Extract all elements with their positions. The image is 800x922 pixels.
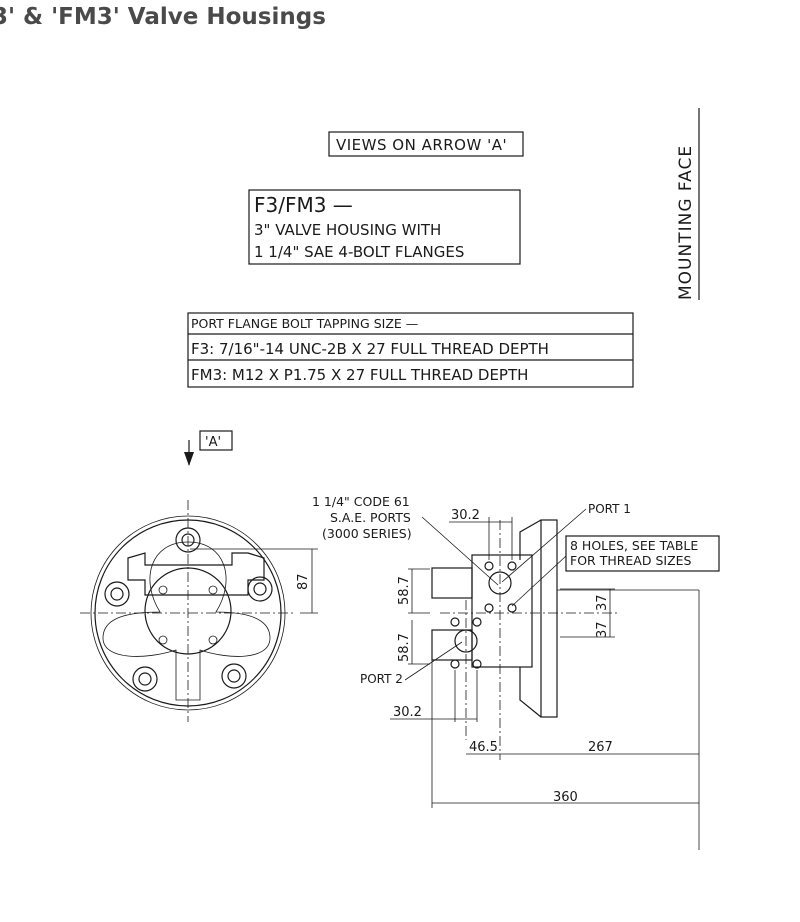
tapping-table-header: PORT FLANGE BOLT TAPPING SIZE — [191,316,418,331]
callout-holes-line2: FOR THREAD SIZES [570,553,692,568]
callout-code61-line1: 1 1/4" CODE 61 [312,494,410,509]
mounting-face-text: MOUNTING FACE [676,145,696,300]
dim-360: 360 [553,790,578,805]
dim-87: 87 [296,573,311,590]
dim-37-top: 37 [595,594,610,611]
dim-46-5: 46.5 [469,740,498,755]
views-box: VIEWS ON ARROW 'A' [328,131,524,157]
model-box-line1: F3/FM3 — [254,193,353,217]
views-box-text: VIEWS ON ARROW 'A' [336,136,507,154]
side-view: 30.2 58.7 58.7 37 37 30.2 46.5 267 360 [390,508,700,850]
callout-port2: PORT 2 [360,672,403,686]
dim-58-7-bottom: 58.7 [397,633,412,662]
bolt-top [175,527,201,553]
tapping-table: PORT FLANGE BOLT TAPPING SIZE — F3: 7/16… [187,312,634,388]
callout-holes-line1: 8 HOLES, SEE TABLE [570,538,698,553]
end-view: 87 [80,500,318,722]
model-box: F3/FM3 — 3" VALVE HOUSING WITH 1 1/4" SA… [248,189,521,265]
tapping-table-row-f3: F3: 7/16"-14 UNC-2B X 27 FULL THREAD DEP… [191,340,549,358]
arrow-a-label: 'A' [205,435,221,450]
model-box-line3: 1 1/4" SAE 4-BOLT FLANGES [254,243,464,261]
bolt-left [104,581,130,607]
page-title: 3' & 'FM3' Valve Housings [0,4,326,30]
arrow-a: 'A' [184,430,233,466]
callout-port1: PORT 1 [588,502,631,516]
tapping-table-row-fm3: FM3: M12 X P1.75 X 27 FULL THREAD DEPTH [191,366,528,384]
dim-30-2-bottom: 30.2 [393,705,422,720]
dim-58-7-top: 58.7 [397,576,412,605]
dim-37-bottom: 37 [595,621,610,638]
callout-code61-line2: S.A.E. PORTS [330,510,411,525]
bolt-bottom-left [132,666,158,692]
dim-30-2-top: 30.2 [451,508,480,523]
callouts: 1 1/4" CODE 61 S.A.E. PORTS (3000 SERIES… [312,494,720,686]
model-box-line2: 3" VALVE HOUSING WITH [254,221,441,239]
mounting-face-label: MOUNTING FACE [676,108,700,300]
dim-267: 267 [588,740,613,755]
bolt-bottom-right [221,663,247,689]
bolt-right [247,576,273,602]
callout-code61-line3: (3000 SERIES) [322,526,412,541]
